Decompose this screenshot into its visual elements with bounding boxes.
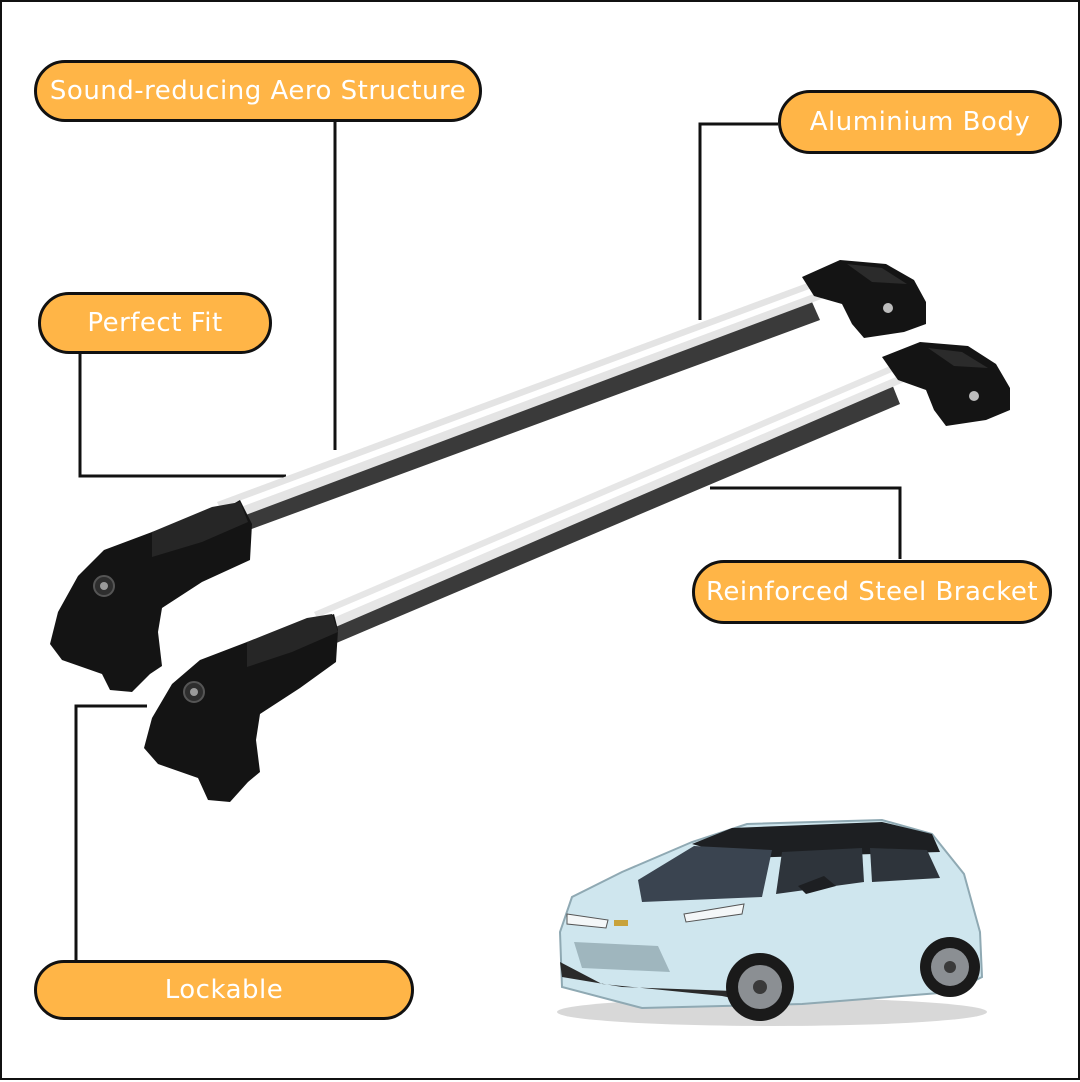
- foot-back-left: [50, 500, 252, 692]
- leader-line-aluminium: [698, 122, 778, 320]
- feature-lockable: Lockable: [34, 960, 414, 1020]
- foot-front-left: [144, 614, 338, 802]
- bar-back-highlight: [220, 288, 816, 514]
- roof-bar-back: [50, 260, 926, 692]
- leader-line-steel: [710, 486, 902, 559]
- vehicle-windshield: [638, 846, 772, 902]
- leader-line-lockable: [74, 704, 147, 960]
- vehicle-side-window: [776, 848, 864, 894]
- bar-front-shadow: [320, 384, 900, 647]
- feature-perfect-fit: Perfect Fit: [38, 292, 272, 354]
- bar-back-shadow: [222, 302, 820, 537]
- vehicle-image: [557, 818, 987, 1026]
- roof-bar-front: [144, 342, 1010, 802]
- feature-reinforced-steel-bracket: Reinforced Steel Bracket: [692, 560, 1052, 624]
- feature-sound-reducing: Sound-reducing Aero Structure: [34, 60, 482, 122]
- leader-line-perfect-fit: [78, 354, 286, 478]
- leader-lines: [74, 122, 902, 960]
- vehicle-headlight: [566, 913, 609, 929]
- bar-front-highlight: [316, 372, 896, 624]
- vehicle-grille: [574, 942, 670, 972]
- feature-aluminium-body: Aluminium Body: [778, 90, 1062, 154]
